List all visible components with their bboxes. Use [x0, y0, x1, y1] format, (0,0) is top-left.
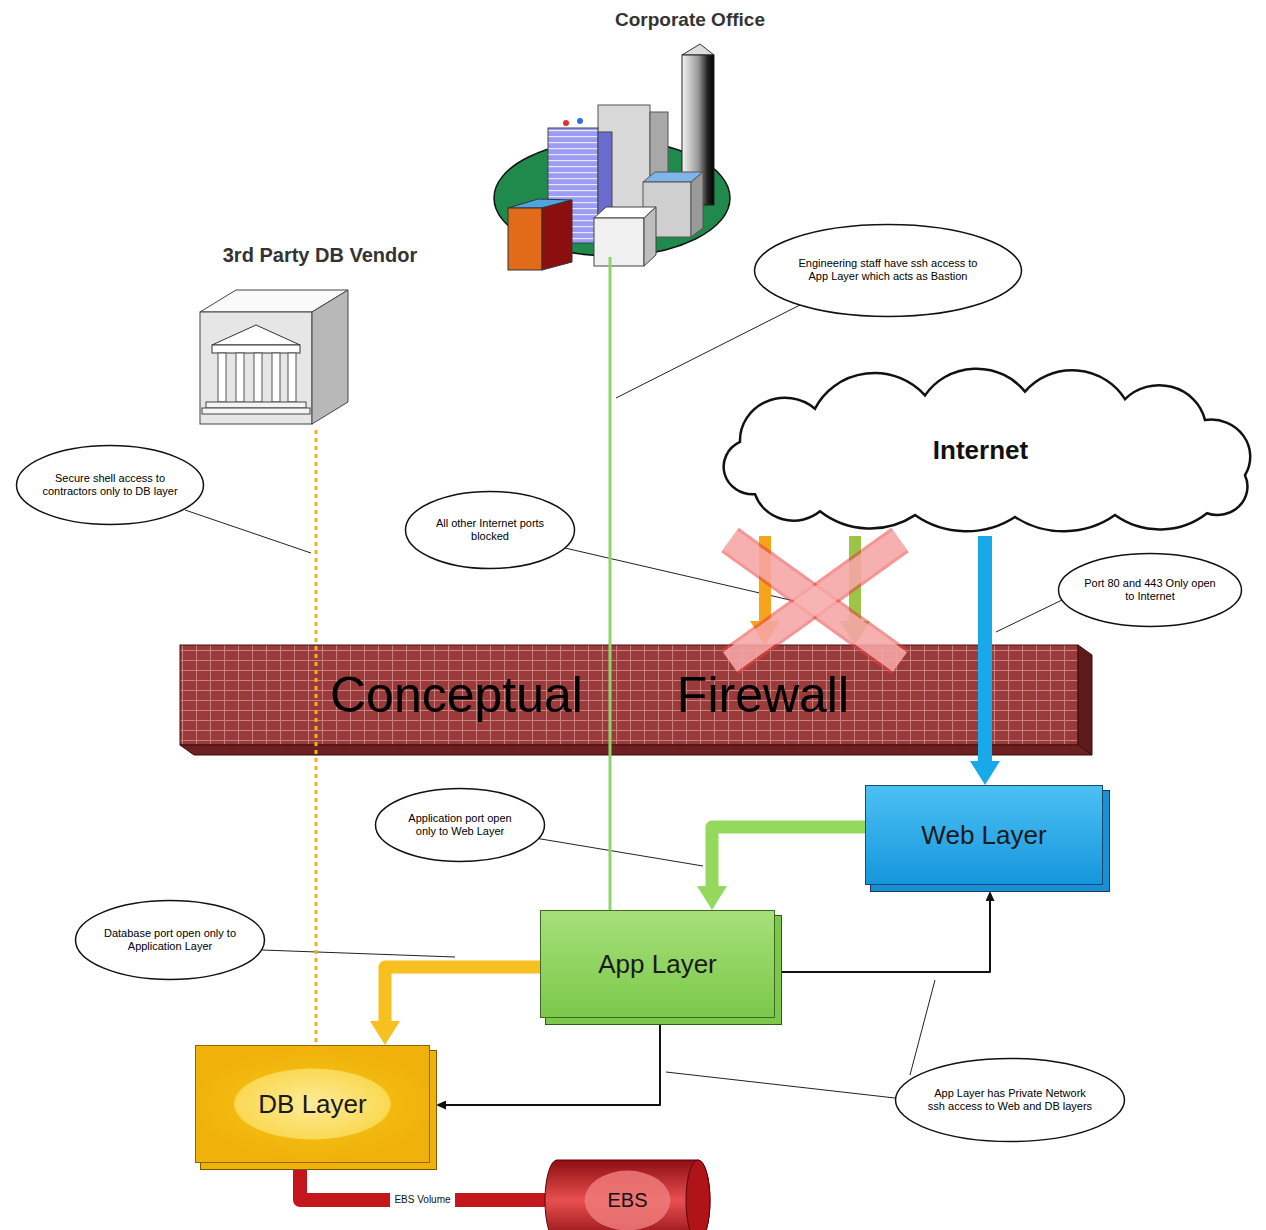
traffic-arrow [385, 967, 540, 1021]
orange-cube [508, 208, 542, 270]
firewall-label: Conceptual Firewall [330, 670, 849, 720]
bank-column [236, 353, 244, 402]
callout-note: Port 80 and 443 Only open to Internet [1083, 577, 1217, 603]
cloud-shape [724, 369, 1251, 532]
tier-label: DB Layer [258, 1089, 366, 1120]
tier-label: App Layer [598, 949, 717, 980]
callout-bubble: Port 80 and 443 Only open to Internet [1057, 552, 1243, 628]
traffic-arrow [978, 536, 992, 761]
storage-label: EBS [607, 1189, 647, 1212]
bank-step [202, 408, 310, 414]
bank-front [200, 312, 312, 424]
bank-column [272, 353, 280, 402]
edge-label: EBS Volume [390, 1193, 454, 1207]
blocked-cross [730, 540, 900, 662]
private-link [781, 901, 990, 972]
cube-side [644, 207, 656, 266]
tier-label: Web Layer [921, 820, 1046, 851]
leader-line [535, 838, 703, 866]
callout-note: Secure shell access to contractors only … [42, 472, 179, 498]
cylinder-body [545, 1160, 710, 1230]
bank-column [288, 353, 296, 402]
cylinder-highlight [585, 1170, 671, 1230]
leader-line [996, 600, 1062, 632]
firewall-band: Conceptual Firewall [180, 645, 1080, 745]
callout-ellipse [376, 789, 545, 862]
blocked-cross [730, 540, 900, 662]
callout-note: Application port open only to Web Layer [398, 812, 522, 838]
callout-bubble: Secure shell access to contractors only … [15, 444, 205, 526]
bank-column [254, 353, 262, 402]
blocked-cross [730, 540, 900, 662]
vendor-illustration: 3rd Party DB Vendor [190, 240, 450, 430]
callout-ellipse [896, 1059, 1125, 1142]
callout-note: All other Internet ports blocked [428, 517, 552, 543]
leader-line [262, 950, 455, 957]
tier-box: Web Layer [865, 785, 1103, 885]
callout-bubble: Engineering staff have ssh access to App… [753, 223, 1023, 318]
callout-ellipse [17, 446, 204, 525]
office-illustration: Corporate Office [490, 5, 800, 257]
bank-step [206, 402, 306, 408]
callout-bubble: All other Internet ports blocked [404, 490, 576, 570]
cloud-label: Internet [933, 435, 1028, 466]
callout-bubble: App Layer has Private Network ssh access… [894, 1057, 1126, 1143]
bank-column [218, 353, 226, 402]
leader-line [185, 510, 311, 553]
ssh-link [315, 430, 318, 1045]
callout-ellipse [406, 492, 575, 569]
edge-label-holder: EBS Volume [390, 1193, 454, 1207]
callout-bubble: Database port open only to Application L… [74, 899, 266, 981]
bank-pediment [212, 325, 300, 345]
leader-line [616, 305, 800, 398]
cylinder-cap [686, 1160, 710, 1230]
leader-line [666, 1072, 895, 1098]
storage-cylinder: EBS [545, 1159, 710, 1230]
leader-line [910, 980, 935, 1075]
callout-ellipse [76, 901, 265, 980]
internet-cloud: Internet [695, 365, 1266, 536]
white-cube [594, 218, 644, 266]
bank-beam [212, 345, 300, 353]
small-building-side [691, 172, 703, 237]
private-link [446, 1024, 660, 1105]
traffic-arrow [712, 827, 865, 886]
callout-note: Engineering staff have ssh access to App… [791, 257, 985, 283]
ssh-link [609, 257, 612, 910]
blocked-cross [730, 540, 900, 662]
tier-box: App Layer [540, 910, 775, 1018]
callout-ellipse [1059, 554, 1242, 627]
roof-light [577, 118, 583, 124]
callout-bubble: Application port open only to Web Layer [374, 787, 546, 863]
cube-side [542, 200, 572, 270]
illustration-title: Corporate Office [590, 5, 790, 31]
callout-ellipse [755, 224, 1022, 316]
tower-roof [682, 44, 714, 55]
illustration-title: 3rd Party DB Vendor [190, 240, 450, 267]
firewall-side [1078, 645, 1092, 755]
roof-light [563, 120, 569, 126]
bank-side [312, 290, 348, 424]
tier-box: DB Layer [195, 1045, 430, 1163]
callout-note: App Layer has Private Network ssh access… [927, 1087, 1094, 1113]
callout-note: Database port open only to Application L… [101, 927, 239, 953]
